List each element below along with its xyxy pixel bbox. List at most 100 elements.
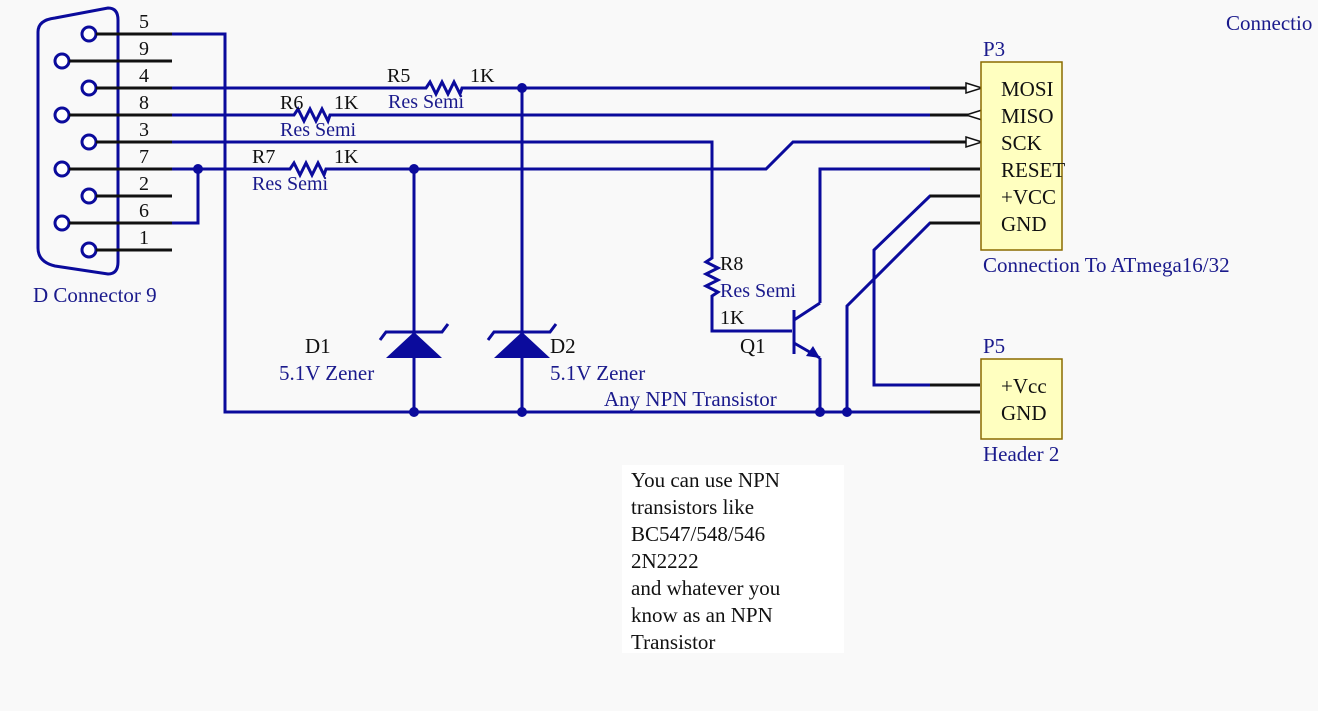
p5-body xyxy=(980,358,1063,440)
resistor-symbol xyxy=(416,78,466,98)
junction-dot xyxy=(517,83,527,93)
p3-pin-miso: MISO xyxy=(1001,104,1054,128)
p3-pin-gnd: GND xyxy=(1001,212,1047,236)
pin-number-4: 4 xyxy=(139,65,149,87)
pin-number-2: 2 xyxy=(139,173,149,195)
header-p5: P5 +Vcc GND Header 2 xyxy=(980,334,1063,466)
resistor-r5: R5 1K Res Semi xyxy=(387,65,495,113)
pin-number-7: 7 xyxy=(139,146,149,168)
resistor-symbol xyxy=(280,159,330,179)
pin-circle-2 xyxy=(80,187,98,205)
p5-pin-vcc: +Vcc xyxy=(1001,374,1047,398)
pin-circle-7 xyxy=(53,160,71,178)
diode-d1: D1 5.1V Zener xyxy=(279,323,450,385)
pin-circle-3 xyxy=(80,133,98,151)
transistor-arrow xyxy=(806,346,820,358)
junctions xyxy=(193,83,852,417)
wire-sck xyxy=(330,140,980,171)
junction-dot xyxy=(409,164,419,174)
p3-pin-mosi: MOSI xyxy=(1001,77,1054,101)
zener-triangle xyxy=(494,332,550,358)
junction-dot xyxy=(815,407,825,417)
r8-type: Res Semi xyxy=(720,280,797,302)
r6-type: Res Semi xyxy=(280,119,357,141)
r6-ref: R6 xyxy=(280,92,303,114)
p3-ref: P3 xyxy=(983,37,1005,61)
junction-dot xyxy=(842,407,852,417)
wire-ground xyxy=(172,32,980,414)
arrow-out-sck xyxy=(965,135,985,149)
r8-value: 1K xyxy=(720,307,745,329)
header-pin-stubs xyxy=(930,81,985,414)
p3-pin-vcc: +VCC xyxy=(1001,185,1056,209)
header-p3: P3 MOSI MISO SCK RESET +VCC GND Connecti… xyxy=(980,37,1230,277)
pin-circle-1 xyxy=(80,241,98,259)
note-box xyxy=(622,465,844,653)
transistor-q1: Q1 Any NPN Transistor xyxy=(604,301,821,411)
diode-d2: D2 5.1V Zener xyxy=(486,323,645,385)
pin-circle-4 xyxy=(80,79,98,97)
p3-pin-reset: RESET xyxy=(1001,158,1065,182)
connector-shell xyxy=(36,6,120,276)
zener-bar xyxy=(486,323,558,341)
d-connector-9: 5 9 4 8 3 7 2 6 1 D Connector 9 xyxy=(33,6,172,307)
pin-circle-6 xyxy=(53,214,71,232)
p3-caption: Connection To ATmega16/32 xyxy=(983,253,1230,277)
note-line: You can use NPN xyxy=(631,468,780,492)
wire-r8-base xyxy=(710,304,792,333)
r7-ref: R7 xyxy=(252,146,275,168)
d-connector-label: D Connector 9 xyxy=(33,283,157,307)
d2-ref: D2 xyxy=(550,334,576,358)
resistor-r7: R7 1K Res Semi xyxy=(252,146,359,195)
r6-value: 1K xyxy=(334,92,359,114)
note-line: and whatever you xyxy=(631,576,781,600)
wire-reset xyxy=(818,167,980,303)
pin-number-5: 5 xyxy=(139,11,149,33)
transistor-collector xyxy=(793,301,821,322)
arrow-in-miso xyxy=(963,108,983,122)
r7-type: Res Semi xyxy=(252,173,329,195)
note-line: transistors like xyxy=(631,495,755,519)
zener-triangle xyxy=(386,332,442,358)
wire-pin6-tie xyxy=(172,169,200,225)
r5-ref: R5 xyxy=(387,65,410,87)
q1-ref: Q1 xyxy=(740,334,766,358)
d2-value: 5.1V Zener xyxy=(550,361,645,385)
note-line: 2N2222 xyxy=(631,549,699,573)
pin-number-3: 3 xyxy=(139,119,149,141)
note-line: Transistor xyxy=(631,630,716,654)
pin-number-8: 8 xyxy=(139,92,149,114)
pin-circle-9 xyxy=(53,52,71,70)
junction-dot xyxy=(193,164,203,174)
corner-title: Connectio xyxy=(1226,11,1313,35)
p3-pin-sck: SCK xyxy=(1001,131,1042,155)
arrow-out-mosi xyxy=(965,81,985,95)
p5-caption: Header 2 xyxy=(983,442,1059,466)
resistor-r8: R8 Res Semi 1K xyxy=(702,252,797,329)
resistor-symbol xyxy=(702,252,722,304)
wire-pin3 xyxy=(172,140,714,252)
junction-dot xyxy=(409,407,419,417)
q1-value: Any NPN Transistor xyxy=(604,387,777,411)
wires xyxy=(172,32,980,414)
pin-number-9: 9 xyxy=(139,38,149,60)
note-line: BC547/548/546 xyxy=(631,522,766,546)
pin-circle-5 xyxy=(80,25,98,43)
resistor-r6: R6 1K Res Semi xyxy=(280,92,359,141)
p5-ref: P5 xyxy=(983,334,1005,358)
d1-ref: D1 xyxy=(305,334,331,358)
pin-number-6: 6 xyxy=(139,200,149,222)
d1-value: 5.1V Zener xyxy=(279,361,374,385)
pin-number-1: 1 xyxy=(139,227,149,249)
junction-dot xyxy=(517,407,527,417)
r5-type: Res Semi xyxy=(388,91,465,113)
p3-body xyxy=(980,61,1063,251)
r7-value: 1K xyxy=(334,146,359,168)
p5-pin-gnd: GND xyxy=(1001,401,1047,425)
r5-value: 1K xyxy=(470,65,495,87)
zener-bar xyxy=(378,323,450,341)
note-line: know as an NPN xyxy=(631,603,773,627)
pin-circle-8 xyxy=(53,106,71,124)
resistor-symbol xyxy=(284,105,334,125)
